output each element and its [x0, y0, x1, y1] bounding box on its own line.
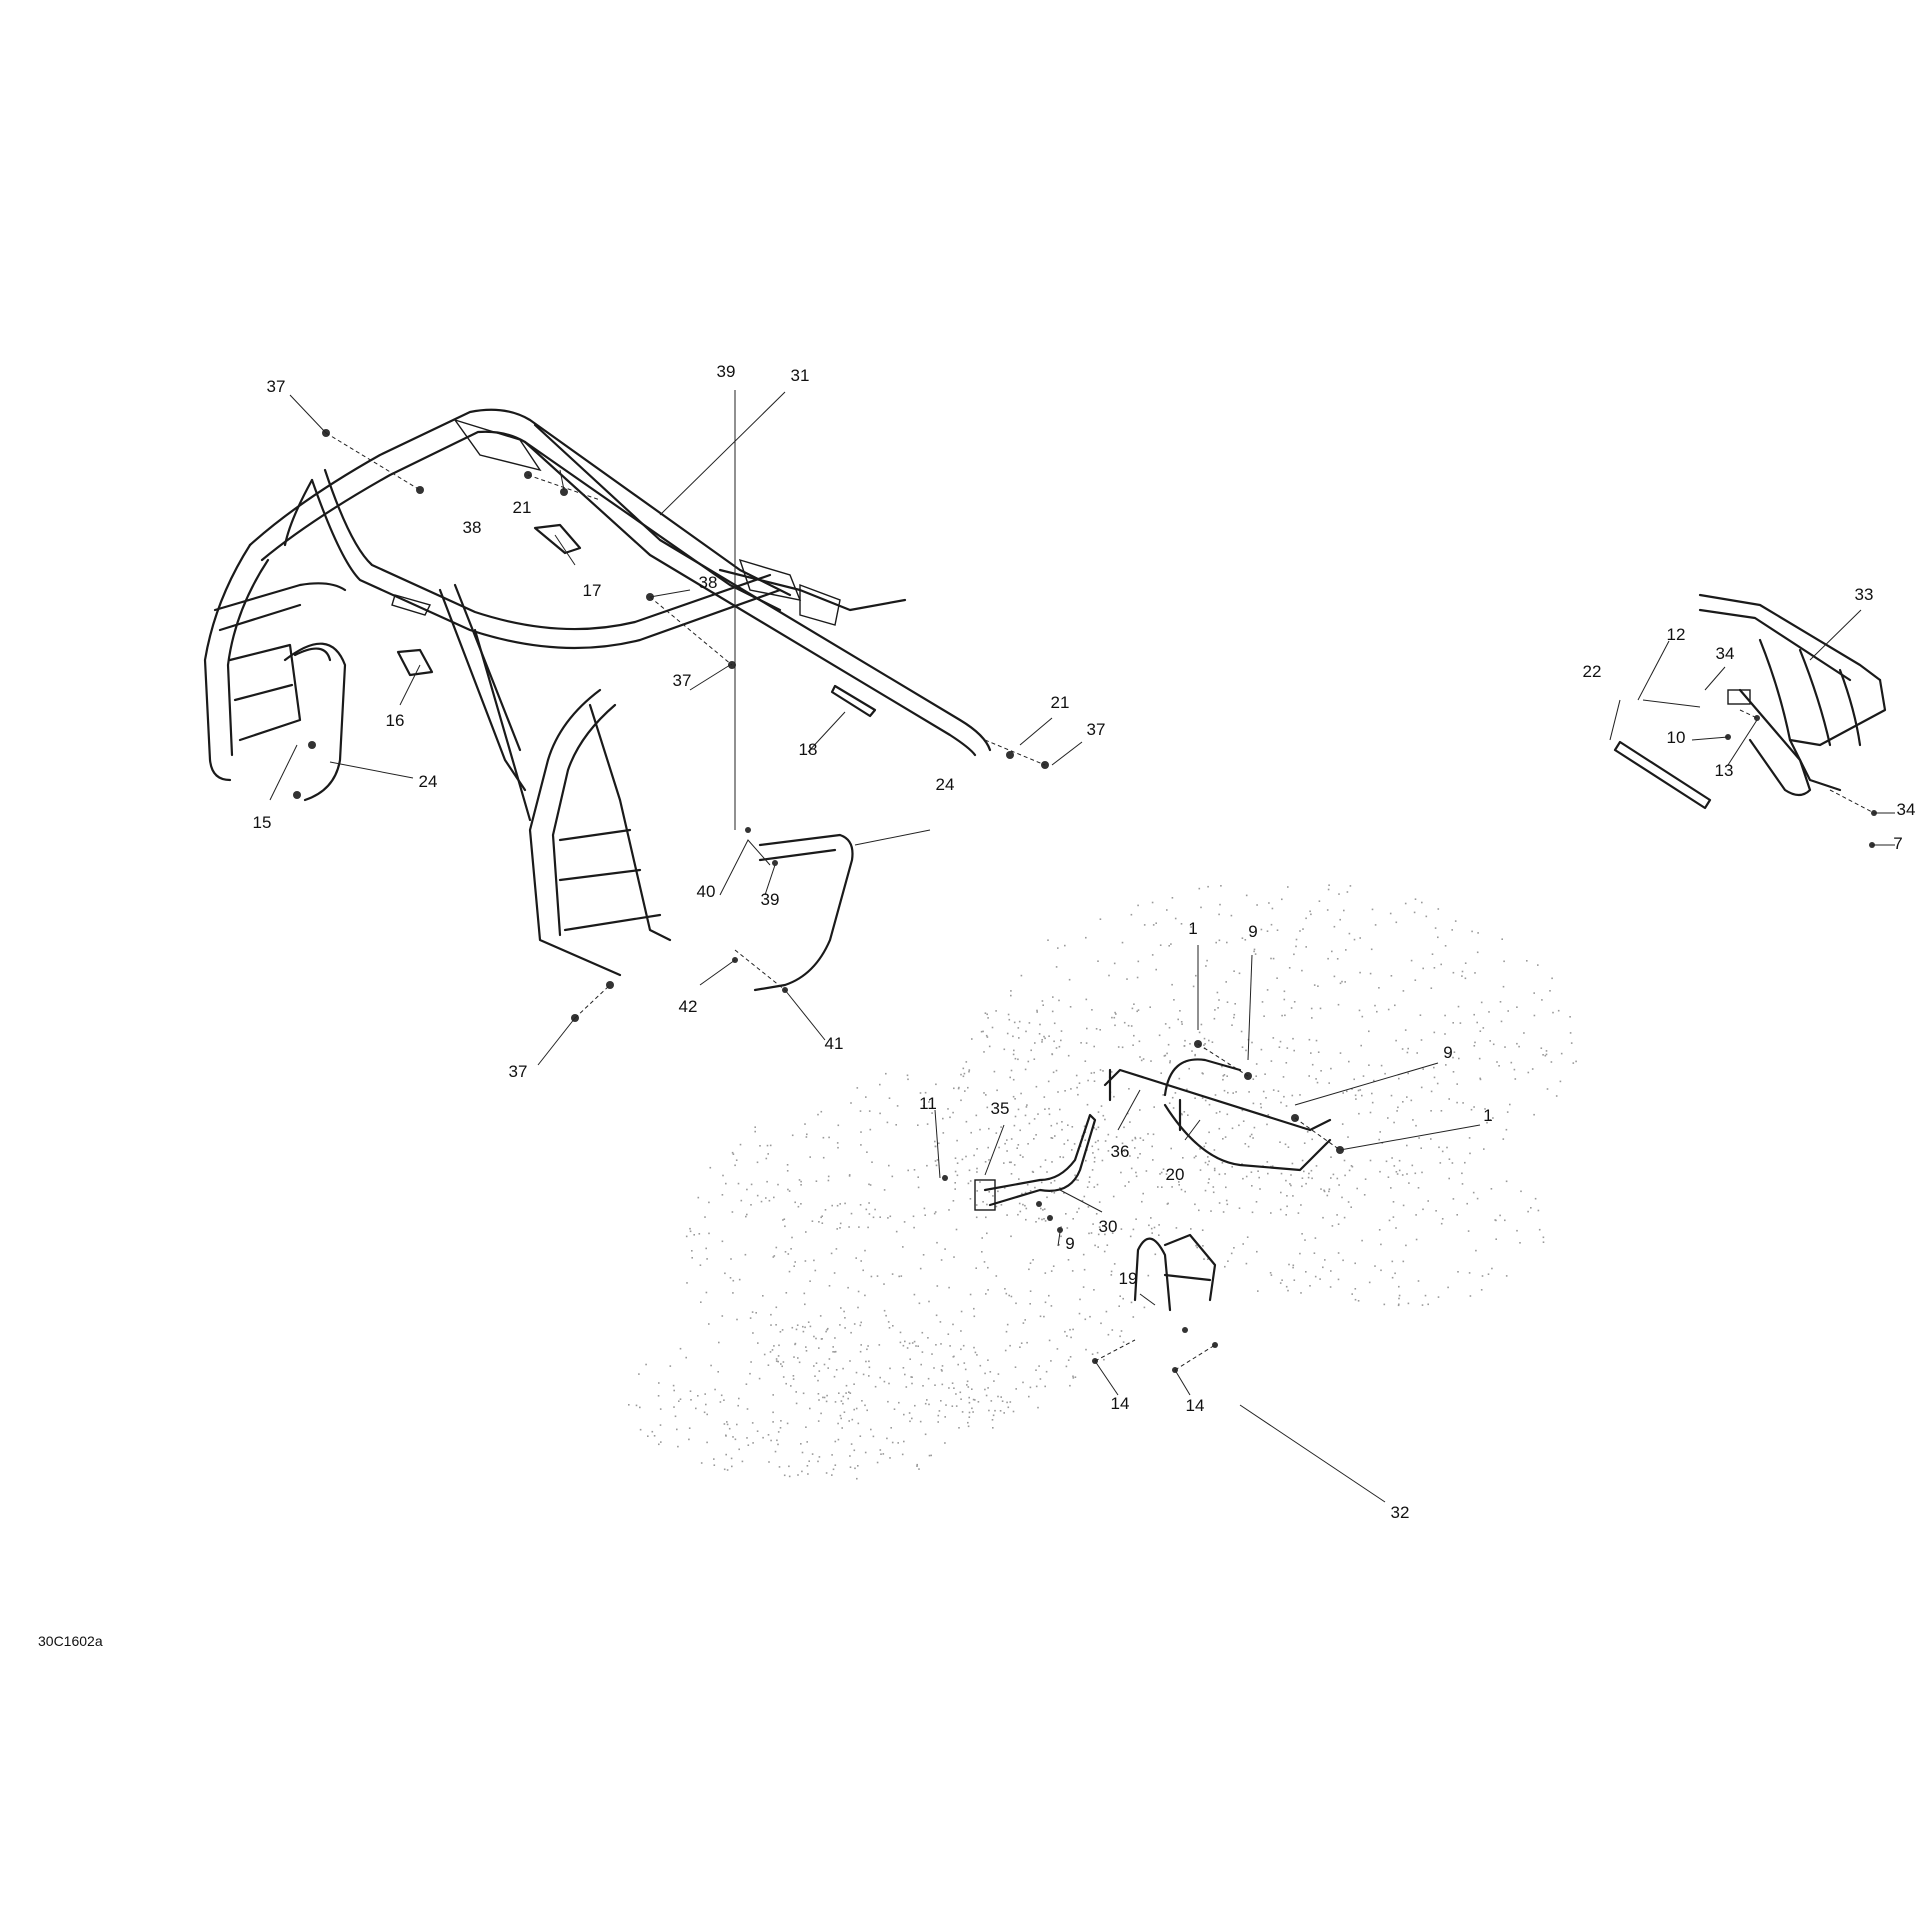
- drawing-code: 30C1602a: [38, 1633, 103, 1649]
- grab-bar-right: [753, 833, 854, 992]
- grab-bar-left: [283, 642, 347, 802]
- bracket-22: [1613, 740, 1712, 810]
- callout-1: 1: [1188, 919, 1197, 938]
- roll-cage: [203, 408, 992, 977]
- callout-42: 42: [679, 997, 698, 1016]
- callout-15: 15: [253, 813, 272, 832]
- callout-12: 12: [1667, 625, 1686, 644]
- callout-35: 35: [991, 1099, 1010, 1118]
- callout-14: 14: [1111, 1394, 1130, 1413]
- callout-39: 39: [761, 890, 780, 909]
- callout-9: 9: [1248, 922, 1257, 941]
- bracket-19: [1133, 1233, 1217, 1312]
- callout-37: 37: [509, 1062, 528, 1081]
- callout-10: 10: [1667, 728, 1686, 747]
- callout-31: 31: [791, 366, 810, 385]
- decal-18: [830, 684, 877, 718]
- callout-36: 36: [1111, 1142, 1130, 1161]
- callout-19: 19: [1119, 1269, 1138, 1288]
- callout-30: 30: [1099, 1217, 1118, 1236]
- callout-21: 21: [1051, 693, 1070, 712]
- callout-37: 37: [1087, 720, 1106, 739]
- callout-20: 20: [1166, 1165, 1185, 1184]
- callout-13: 13: [1715, 761, 1734, 780]
- frame-bar-20: [1163, 1058, 1332, 1172]
- fasteners: [293, 429, 1877, 1373]
- callout-17: 17: [583, 581, 602, 600]
- callout-34: 34: [1716, 644, 1735, 663]
- callout-39: 39: [717, 362, 736, 381]
- callout-33: 33: [1855, 585, 1874, 604]
- callout-14: 14: [1186, 1396, 1205, 1415]
- callout-41: 41: [825, 1034, 844, 1053]
- callout-24: 24: [936, 775, 955, 794]
- callout-37: 37: [673, 671, 692, 690]
- callout-7: 7: [1893, 834, 1902, 853]
- callout-34: 34: [1897, 800, 1916, 819]
- vehicle-body-outline: [628, 884, 1577, 1480]
- callout-1: 1: [1483, 1106, 1492, 1125]
- callout-16: 16: [386, 711, 405, 730]
- callout-9: 9: [1065, 1234, 1074, 1253]
- callout-24: 24: [419, 772, 438, 791]
- callout-40: 40: [697, 882, 716, 901]
- callout-22: 22: [1583, 662, 1602, 681]
- frame-bar-36: [1103, 1068, 1332, 1132]
- callout-18: 18: [799, 740, 818, 759]
- leader-lines: [269, 390, 1895, 1503]
- callout-9: 9: [1443, 1043, 1452, 1062]
- decal-17: [533, 523, 582, 555]
- callout-38: 38: [699, 573, 718, 592]
- bracket-30: [983, 1113, 1097, 1207]
- callout-32: 32: [1391, 1503, 1410, 1522]
- callout-37: 37: [267, 377, 286, 396]
- callout-21: 21: [513, 498, 532, 517]
- decal-16: [396, 648, 434, 677]
- callout-38: 38: [463, 518, 482, 537]
- rear-bumper: [1698, 593, 1887, 797]
- callout-11: 11: [919, 1094, 937, 1113]
